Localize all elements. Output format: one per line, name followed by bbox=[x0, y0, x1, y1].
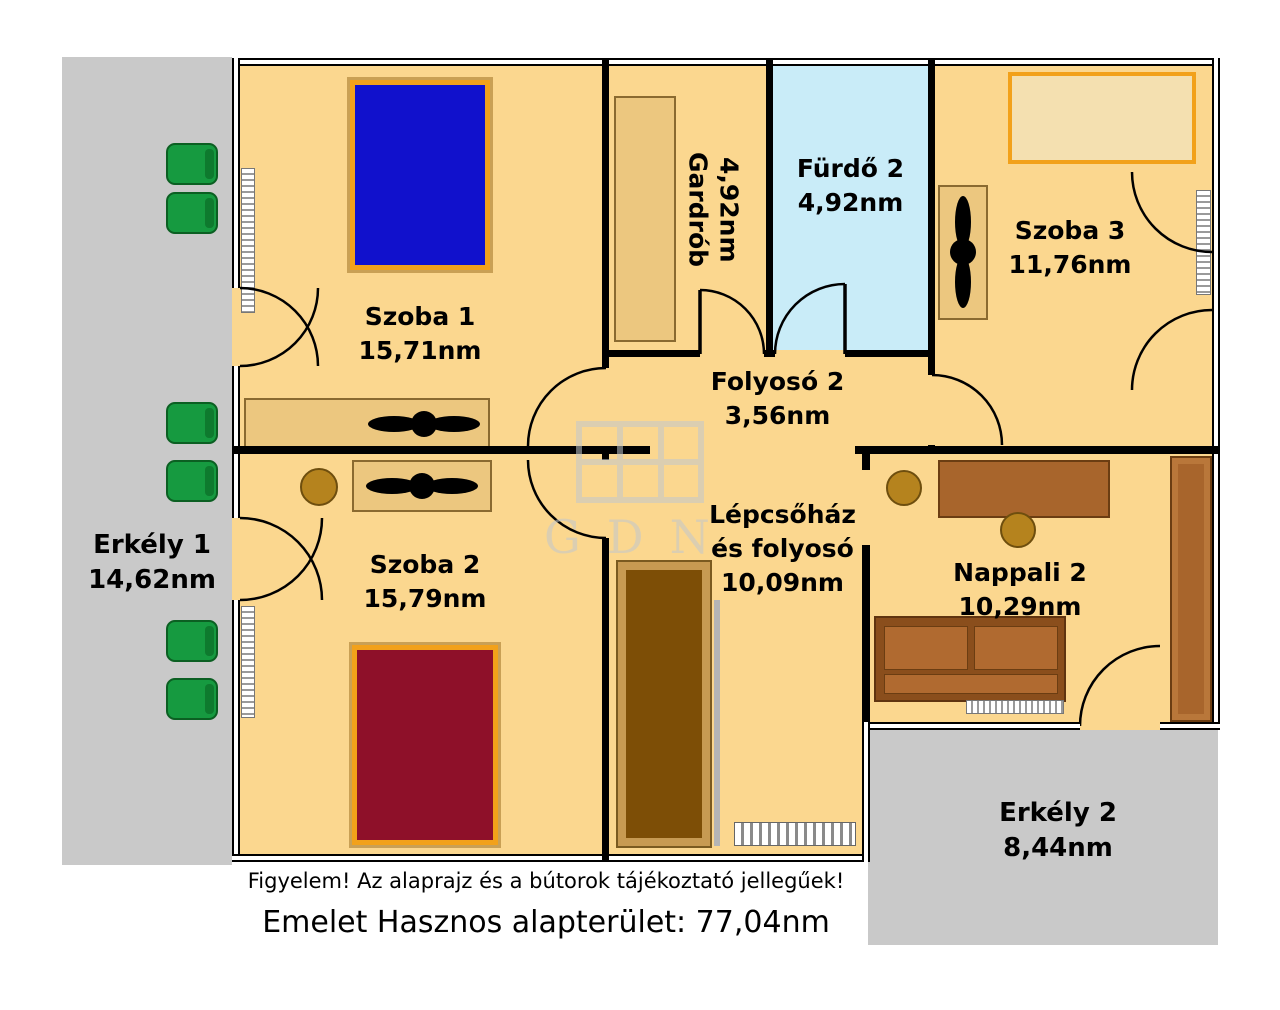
footer-disclaimer: Figyelem! Az alaprajz és a bútorok tájék… bbox=[247, 869, 845, 893]
wall-mid-vertical bbox=[602, 538, 609, 862]
room-area: 8,44nm bbox=[1003, 833, 1113, 864]
stairs-run bbox=[626, 570, 702, 838]
wall-furdo-bottom bbox=[845, 350, 935, 357]
room-area: 10,09nm bbox=[721, 568, 844, 597]
wall-nappali-bottom bbox=[1160, 722, 1220, 730]
label-szoba3: Szoba 3 11,76nm bbox=[950, 214, 1190, 282]
room-name: Szoba 2 bbox=[369, 550, 481, 579]
label-gardrob: Gardrób 4,92nm bbox=[682, 92, 745, 328]
couch-cushion bbox=[974, 626, 1058, 670]
stairs-railing bbox=[714, 600, 720, 846]
radiator-icon bbox=[241, 168, 255, 313]
radiator-icon bbox=[1196, 190, 1211, 295]
room-area: 15,79nm bbox=[363, 584, 487, 613]
room-name: Folyosó 2 bbox=[710, 367, 845, 396]
room-area: 10,29nm bbox=[958, 592, 1082, 621]
room-name: Gardrób bbox=[683, 152, 713, 268]
room-area: 4,92nm bbox=[797, 188, 904, 217]
chair-icon bbox=[166, 402, 218, 444]
room-name: és folyosó bbox=[711, 534, 854, 563]
couch-seat bbox=[884, 674, 1058, 694]
chair-icon bbox=[166, 460, 218, 502]
wall-outer-left bbox=[232, 58, 240, 288]
chair-icon bbox=[166, 678, 218, 720]
wall-nappali-bottom bbox=[862, 722, 1080, 730]
wall-outer-top bbox=[232, 58, 1220, 66]
chair-icon bbox=[166, 620, 218, 662]
room-area: 14,62nm bbox=[88, 565, 216, 596]
wall-outer-bottom-left bbox=[232, 854, 870, 862]
room-area: 3,56nm bbox=[724, 401, 831, 430]
stair-treads bbox=[734, 822, 856, 846]
radiator-icon bbox=[241, 606, 255, 718]
wall-mid-vertical bbox=[602, 58, 609, 368]
wardrobe-nappali bbox=[1170, 456, 1212, 722]
wardrobe-gardrob bbox=[614, 96, 676, 342]
wall-outer-right bbox=[1212, 58, 1220, 730]
label-szoba1: Szoba 1 15,71nm bbox=[300, 300, 540, 368]
label-folyoso2: Folyosó 2 3,56nm bbox=[655, 365, 900, 433]
label-furdo2: Fürdő 2 4,92nm bbox=[768, 152, 933, 220]
room-name: Lépcsőház bbox=[709, 500, 856, 529]
room-area: 15,71nm bbox=[358, 336, 482, 365]
room-name: Erkély 1 bbox=[93, 530, 211, 560]
desk-chair-icon bbox=[886, 470, 922, 506]
wall-nappali-left bbox=[862, 446, 870, 470]
bed-double-blue bbox=[350, 80, 490, 270]
room-name: Erkély 2 bbox=[999, 798, 1117, 828]
label-nappali2: Nappali 2 10,29nm bbox=[900, 556, 1140, 624]
stairs-icon bbox=[616, 560, 712, 848]
wall-outer-left bbox=[232, 600, 240, 862]
balcony-erkely2 bbox=[868, 727, 1218, 945]
wall-mid-horizontal bbox=[602, 446, 650, 454]
footer-total-area: Emelet Hasznos alapterület: 77,04nm bbox=[262, 905, 830, 940]
desk-nappali bbox=[938, 460, 1110, 518]
chair-icon bbox=[166, 192, 218, 234]
couch bbox=[874, 616, 1066, 702]
couch-cushion bbox=[884, 626, 968, 670]
wall-furdo-szoba3 bbox=[928, 58, 935, 375]
room-name: Fürdő 2 bbox=[796, 154, 905, 183]
fan-icon bbox=[366, 473, 478, 499]
room-name: Szoba 1 bbox=[364, 302, 476, 331]
label-szoba2: Szoba 2 15,79nm bbox=[305, 548, 545, 616]
wall-gardrob-bottom bbox=[764, 350, 775, 357]
label-erkely1: Erkély 1 14,62nm bbox=[70, 528, 234, 599]
desk-chair-icon bbox=[300, 468, 338, 506]
wall-nappali-left bbox=[862, 545, 870, 722]
label-erkely2: Erkély 2 8,44nm bbox=[928, 796, 1188, 867]
wall-szoba-divider bbox=[232, 446, 609, 454]
bed-double-red bbox=[352, 645, 498, 845]
wall-gardrob-furdo bbox=[766, 58, 773, 357]
wall-connector bbox=[862, 722, 870, 862]
room-area: 11,76nm bbox=[1008, 250, 1132, 279]
wall-gardrob-bottom bbox=[602, 350, 700, 357]
desk-chair-icon bbox=[1000, 512, 1036, 548]
room-name: Szoba 3 bbox=[1014, 216, 1126, 245]
room-name: Nappali 2 bbox=[953, 558, 1087, 587]
label-lepcsohaz: Lépcsőház és folyosó 10,09nm bbox=[660, 498, 905, 600]
wall-mid-horizontal bbox=[855, 446, 1220, 454]
bed-szoba3 bbox=[1008, 72, 1196, 164]
chair-icon bbox=[166, 143, 218, 185]
wall-outer-left bbox=[232, 366, 240, 518]
radiator-icon bbox=[966, 700, 1064, 714]
room-area: 4,92nm bbox=[714, 157, 744, 263]
fan-icon bbox=[950, 196, 976, 308]
fan-icon bbox=[368, 411, 480, 437]
